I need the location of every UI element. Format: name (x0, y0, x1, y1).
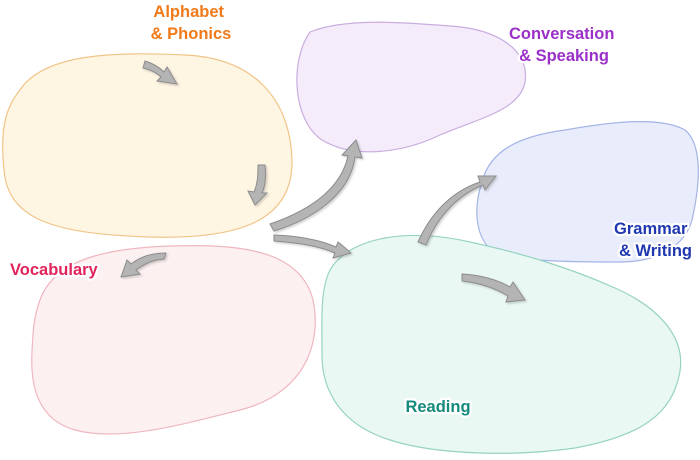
arrow-reading-right (461, 273, 526, 303)
reading-label: Reading (405, 398, 470, 416)
grammar-writing-region (476, 121, 699, 263)
conversation-speaking-label: Conversation & Speaking (509, 25, 619, 65)
grammar-writing-label: Grammar & Writing (614, 220, 692, 260)
alphabet-phonics-region (2, 53, 293, 238)
arrow-to-reading (273, 234, 353, 259)
arrow-to-grammar-writing (417, 175, 498, 246)
reading-region (321, 234, 682, 454)
arrow-to-alphabet-phonics-a (142, 60, 178, 85)
arrow-to-conversation-speaking (269, 139, 363, 232)
vocabulary-label: Vocabulary (10, 261, 99, 279)
conversation-speaking-region (296, 21, 527, 153)
vocabulary-region (31, 245, 316, 435)
arrow-to-alphabet-phonics-b (247, 164, 269, 206)
arrow-to-vocabulary (120, 252, 167, 278)
alphabet-phonics-label: Alphabet & Phonics (151, 3, 232, 43)
